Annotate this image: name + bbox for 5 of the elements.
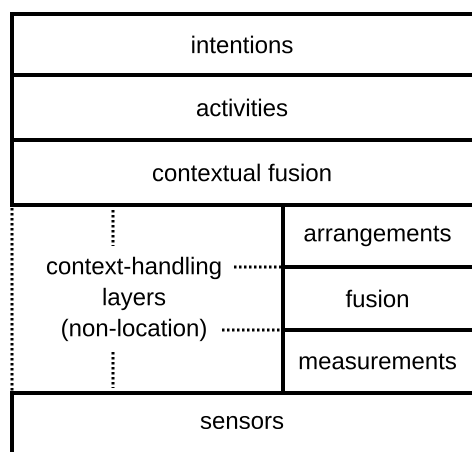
layer-box: fusion [281, 265, 472, 332]
layer-box: measurements [281, 328, 472, 395]
layer-box: arrangements [281, 203, 472, 269]
layer-box: context-handling layers (non-location) [10, 208, 220, 393]
layer-box: intentions [10, 12, 472, 77]
